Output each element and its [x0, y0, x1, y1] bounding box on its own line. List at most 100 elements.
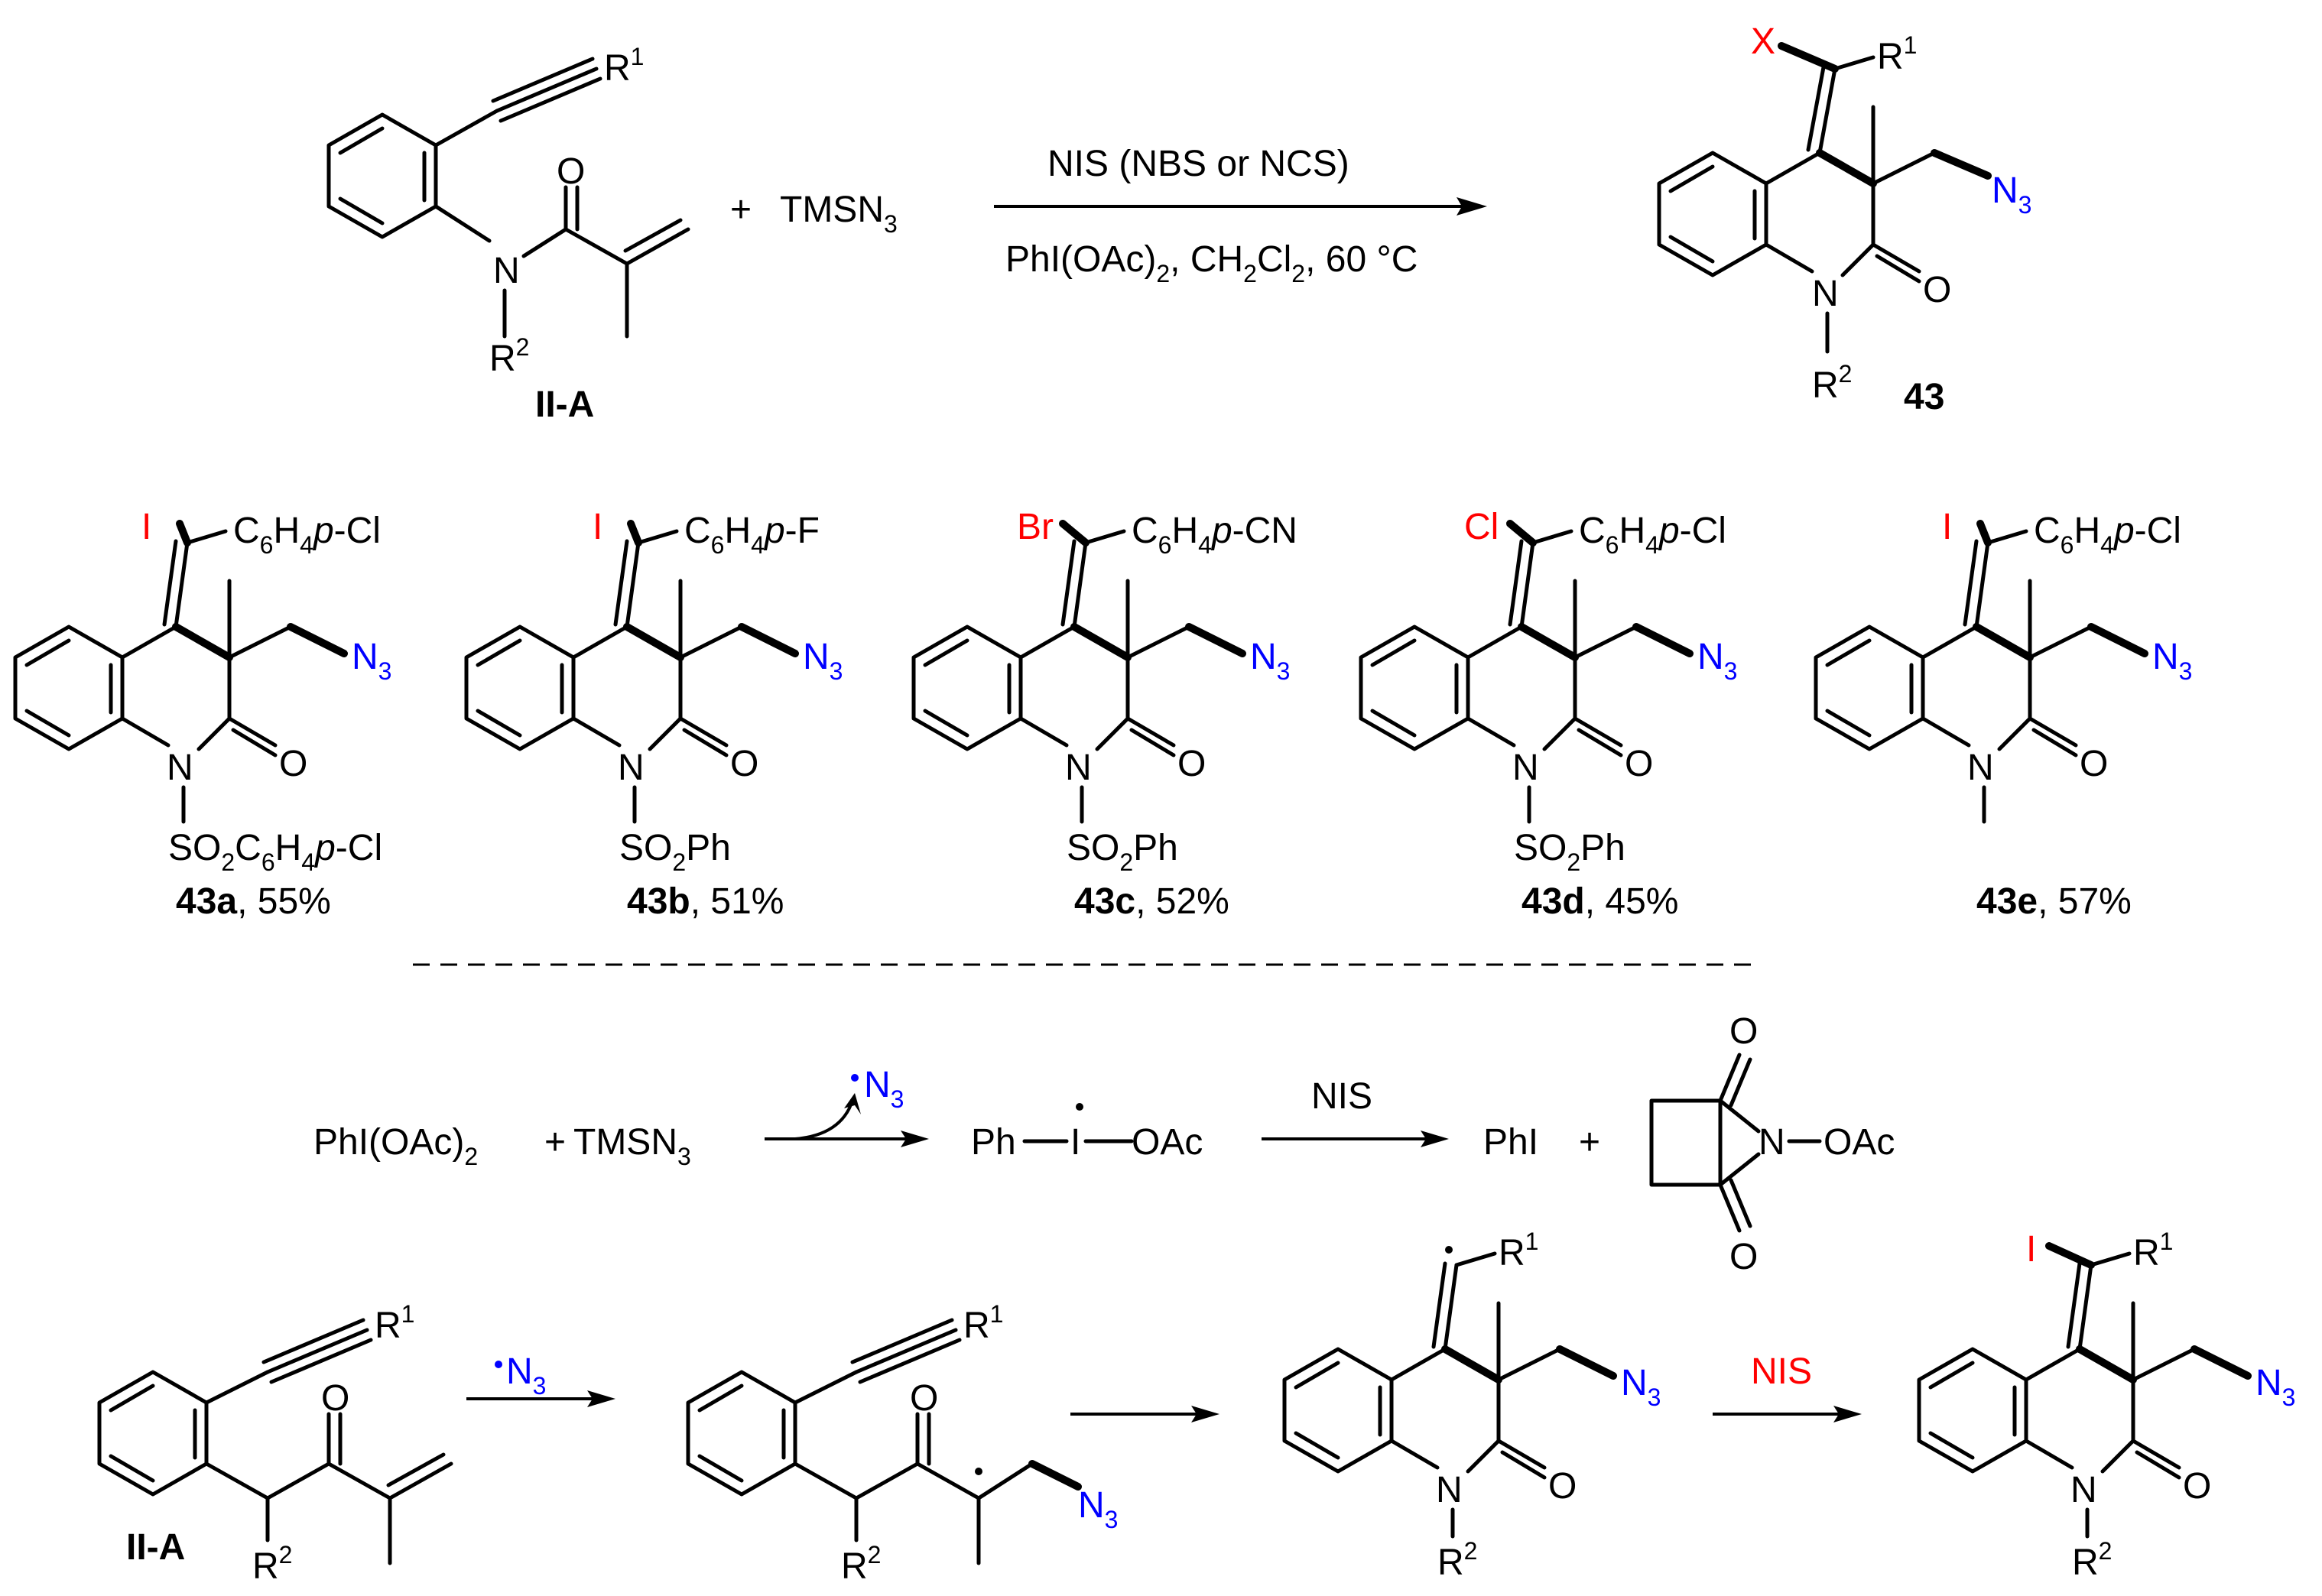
- final-iodo: I: [2026, 1229, 2036, 1270]
- mech-i: I: [1070, 1122, 1080, 1163]
- lactam-n: N: [1512, 748, 1539, 788]
- mech-reactant-a: PhI(OAc)2: [313, 1122, 478, 1170]
- lactam-n: N: [1436, 1470, 1463, 1510]
- example-aryl: C6H4p-Cl: [1579, 511, 1726, 559]
- mech-plus: +: [544, 1122, 566, 1163]
- lactam-o: O: [279, 744, 307, 784]
- chain-azide: N3: [1078, 1485, 1118, 1533]
- example-azide: N3: [803, 637, 843, 685]
- conditions-above: NIS (NBS or NCS): [1047, 144, 1349, 184]
- succ-oac: OAc: [1824, 1122, 1895, 1163]
- mech-reactant-b: TMSN3: [573, 1122, 691, 1170]
- azide-radical-out: N3: [864, 1065, 904, 1113]
- example-azide: N3: [1250, 637, 1290, 685]
- mech-oac: OAc: [1132, 1122, 1203, 1163]
- example-label: 43d, 45%: [1521, 881, 1678, 922]
- lactam-n: N: [1967, 748, 1994, 788]
- example-aryl: C6H4p-F: [684, 511, 820, 559]
- example-aryl: C6H4p-CN: [1132, 511, 1297, 559]
- example-halogen: I: [141, 507, 151, 547]
- example-azide: N3: [1697, 637, 1737, 685]
- example-label: 43e, 57%: [1976, 881, 2132, 922]
- example-aryl: C6H4p-Cl: [233, 511, 381, 559]
- example-n-substituent: SO2Ph: [619, 828, 731, 876]
- lactam-o: O: [1548, 1466, 1577, 1507]
- final-r2: R2: [2072, 1537, 2112, 1583]
- example-halogen: Cl: [1464, 507, 1499, 547]
- chain-o: O: [910, 1378, 938, 1419]
- plus-sign: +: [730, 190, 752, 230]
- example-label: 43c, 52%: [1074, 881, 1229, 922]
- arrow1-azide-label: N3: [506, 1351, 546, 1400]
- vinyl-r2: R2: [1437, 1537, 1477, 1583]
- lactam-o: O: [2080, 744, 2108, 784]
- tmsn3-reagent: TMSN3: [780, 190, 898, 238]
- chain-r1: R1: [375, 1300, 414, 1346]
- succ-o-top: O: [1729, 1011, 1758, 1052]
- top-reaction-arrow: NIS (NBS or NCS) PhI(OAc)2, CH2Cl2, 60 °…: [994, 144, 1487, 287]
- lactam-n: N: [618, 748, 645, 788]
- example-halogen: I: [1942, 507, 1952, 547]
- substrate-II-A: R1 N R2 O II-A: [326, 43, 690, 425]
- chain-o: O: [321, 1378, 349, 1419]
- mech-ph: Ph: [971, 1122, 1016, 1163]
- lactam-n: N: [1065, 748, 1092, 788]
- product-label: 43: [1904, 377, 1944, 417]
- chain-r1: R1: [963, 1300, 1003, 1346]
- final-azide: N3: [2255, 1363, 2295, 1411]
- arrow3-nis-label: NIS: [1751, 1351, 1812, 1392]
- conditions-below: PhI(OAc)2, CH2Cl2, 60 °C: [1005, 239, 1418, 287]
- lactam-n: N: [2070, 1470, 2097, 1510]
- example-label: 43b, 51%: [627, 881, 784, 922]
- lactam-o: O: [1177, 744, 1206, 784]
- lactam-o: O: [1923, 270, 1951, 310]
- example-label: 43a, 55%: [176, 881, 331, 922]
- r2-label: R2: [489, 333, 529, 379]
- product-r2: R2: [1812, 360, 1852, 406]
- example-n-substituent: SO2Ph: [1067, 828, 1178, 876]
- example-n-substituent: SO2C6H4p-Cl: [168, 828, 382, 876]
- carbonyl-o: O: [557, 151, 585, 192]
- amide-n: N: [493, 251, 520, 291]
- lactam-o: O: [730, 744, 758, 784]
- chain-r2: R2: [841, 1541, 881, 1587]
- product-r1: R1: [1877, 31, 1917, 77]
- succ-o-bottom: O: [1729, 1237, 1758, 1277]
- substrate-label: II-A: [535, 384, 594, 425]
- chain-r2: R2: [252, 1541, 292, 1587]
- example-n-substituent: SO2Ph: [1514, 828, 1625, 876]
- halogen-x: X: [1751, 21, 1775, 62]
- final-r1: R1: [2133, 1228, 2173, 1273]
- example-azide: N3: [2152, 637, 2192, 685]
- vinyl-azide: N3: [1621, 1363, 1661, 1411]
- lactam-n: N: [1812, 274, 1839, 314]
- vinyl-r1: R1: [1499, 1228, 1538, 1273]
- mechanism-step-1: PhI(OAc)2 + TMSN3 N3 Ph I OAc NIS PhI + …: [313, 1011, 1895, 1277]
- product-43: N O R2 43 X R1 N3: [1657, 21, 2031, 417]
- example-azide: N3: [352, 637, 391, 685]
- example-halogen: I: [593, 507, 602, 547]
- lactam-n: N: [167, 748, 193, 788]
- mech-phi: PhI: [1483, 1122, 1538, 1163]
- example-halogen: Br: [1017, 507, 1054, 547]
- mech-substrate-label: II-A: [126, 1527, 185, 1568]
- lactam-o: O: [1625, 744, 1653, 784]
- lactam-o: O: [2183, 1466, 2211, 1507]
- succ-n: N: [1759, 1122, 1785, 1163]
- example-aryl: C6H4p-Cl: [2034, 511, 2181, 559]
- mech-nis-label: NIS: [1311, 1076, 1372, 1117]
- mech-plus-2: +: [1579, 1122, 1600, 1163]
- r1-label: R1: [604, 43, 644, 89]
